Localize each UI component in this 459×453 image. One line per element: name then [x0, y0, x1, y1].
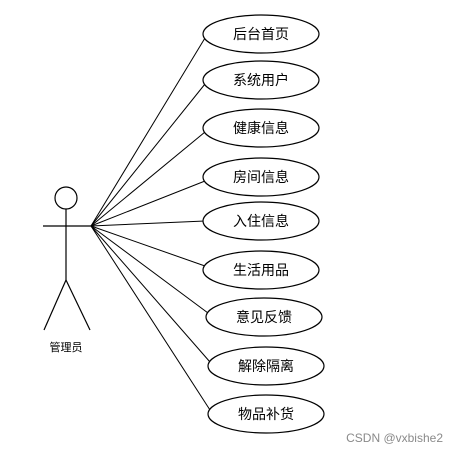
- use-case-label: 生活用品: [233, 263, 289, 279]
- actor-left-leg: [43, 279, 67, 331]
- use-case-ellipse: [202, 14, 320, 54]
- association-line: [90, 225, 211, 411]
- association-line: [90, 225, 211, 363]
- use-case-label: 物品补货: [238, 406, 294, 423]
- use-case: 系统用户: [202, 60, 320, 100]
- use-case-label: 意见反馈: [236, 309, 292, 326]
- association-lines: [90, 37, 211, 411]
- actor-right-leg: [65, 279, 91, 331]
- use-case-ellipse: [202, 60, 320, 100]
- use-case: 入住信息: [202, 201, 320, 241]
- use-case-ellipse: [202, 250, 320, 290]
- watermark: CSDN @vxbishe2: [346, 431, 443, 445]
- association-line: [90, 83, 206, 227]
- use-case-label: 系统用户: [233, 72, 289, 89]
- use-case-label: 健康信息: [233, 120, 289, 137]
- use-case: 意见反馈: [205, 297, 323, 337]
- actor-head: [54, 186, 78, 210]
- use-case-ellipse: [202, 157, 320, 197]
- use-case: 生活用品: [202, 250, 320, 290]
- use-case-ellipse: [202, 201, 320, 241]
- association-line: [90, 220, 206, 227]
- actor-figure: [43, 186, 91, 331]
- use-case: 健康信息: [202, 108, 320, 148]
- association-line: [90, 131, 206, 227]
- use-case-label: 入住信息: [233, 213, 289, 230]
- use-case: 后台首页: [202, 14, 320, 54]
- use-case-label: 房间信息: [233, 169, 289, 186]
- actor-label: 管理员: [50, 340, 83, 354]
- association-line: [90, 180, 206, 227]
- use-case-ellipse: [202, 108, 320, 148]
- association-line: [90, 37, 206, 227]
- association-line: [90, 225, 206, 267]
- association-line: [90, 225, 209, 314]
- use-case-ellipse: [207, 394, 325, 434]
- use-case: 房间信息: [202, 157, 320, 197]
- use-case: 物品补货: [207, 394, 325, 434]
- use-case-label: 解除隔离: [238, 358, 294, 375]
- use-case-label: 后台首页: [233, 27, 289, 43]
- use-case-ellipse: [207, 346, 325, 386]
- use-case-ellipse: [205, 297, 323, 337]
- use-case: 解除隔离: [207, 346, 325, 386]
